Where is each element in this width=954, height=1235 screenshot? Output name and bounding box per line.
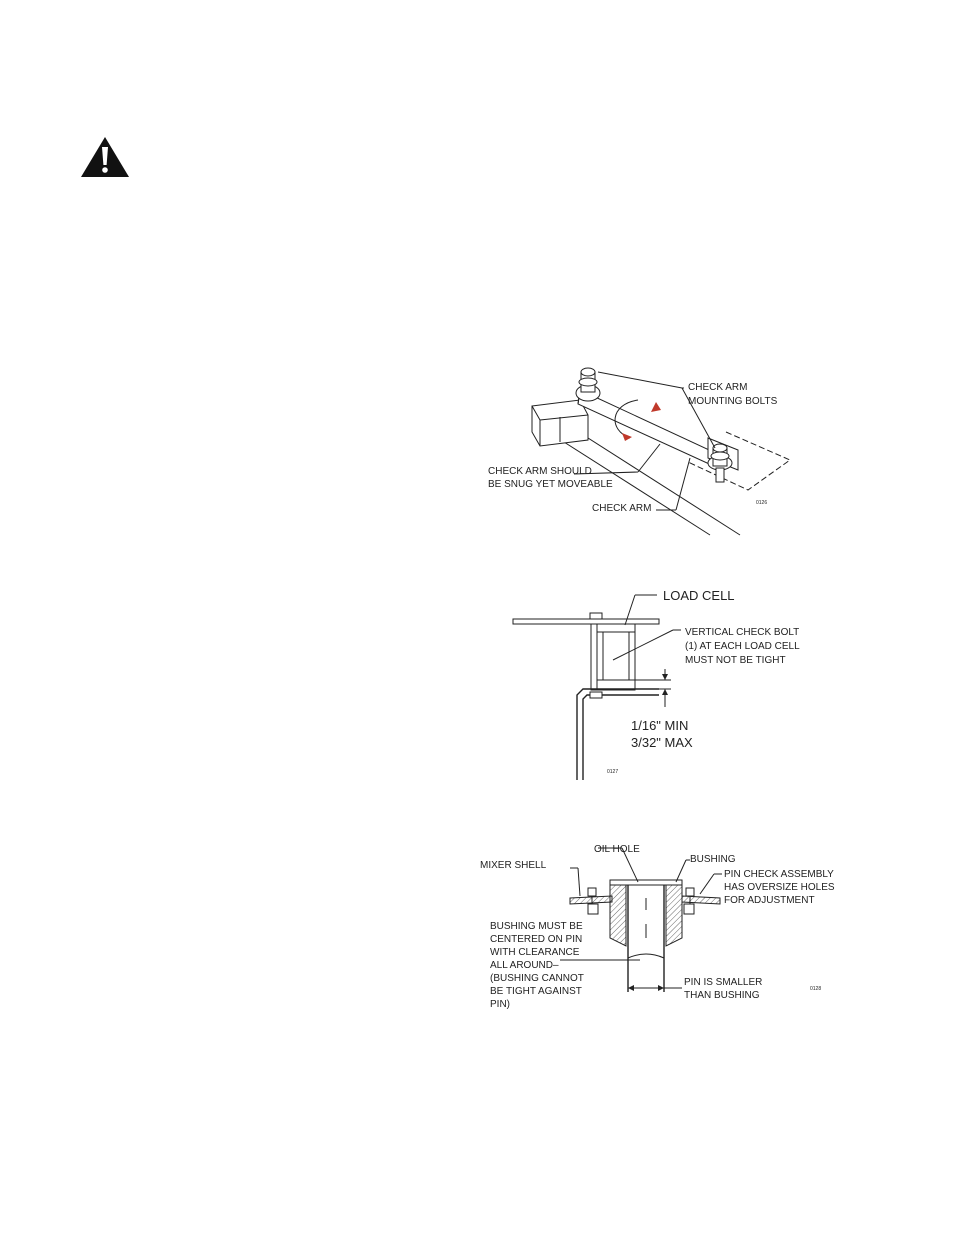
label-pin-2: THAN BUSHING bbox=[684, 990, 760, 1001]
gap-max: 3/32" MAX bbox=[631, 735, 693, 750]
label-snug-2: BE SNUG YET MOVEABLE bbox=[488, 479, 613, 490]
label-center-5: (BUSHING CANNOT bbox=[490, 973, 584, 984]
label-center-7: PIN) bbox=[490, 999, 510, 1010]
label-load-cell: LOAD CELL bbox=[663, 588, 735, 603]
label-assembly-1: PIN CHECK ASSEMBLY bbox=[724, 869, 834, 880]
label-bolts-1: CHECK ARM bbox=[688, 382, 747, 393]
load-cell-figure: LOAD CELL VERTICAL CHECK BOLT (1) AT EAC… bbox=[512, 588, 800, 780]
figure-code: 0127 bbox=[607, 769, 618, 775]
label-center-4: ALL AROUND– bbox=[490, 960, 559, 971]
label-center-6: BE TIGHT AGAINST bbox=[490, 986, 582, 997]
label-assembly-3: FOR ADJUSTMENT bbox=[724, 895, 815, 906]
figure-code: 0126 bbox=[756, 500, 767, 506]
label-mixer-shell: MIXER SHELL bbox=[480, 860, 547, 871]
warning-triangle-icon bbox=[81, 137, 129, 177]
label-oil-hole: OIL HOLE bbox=[594, 844, 640, 855]
label-center-2: CENTERED ON PIN bbox=[490, 934, 582, 945]
label-pin-1: PIN IS SMALLER bbox=[684, 977, 762, 988]
label-arm: CHECK ARM bbox=[592, 503, 651, 514]
label-center-3: WITH CLEARANCE bbox=[490, 947, 580, 958]
label-snug-1: CHECK ARM SHOULD bbox=[488, 466, 592, 477]
label-assembly-2: HAS OVERSIZE HOLES bbox=[724, 882, 835, 893]
label-bolts-2: MOUNTING BOLTS bbox=[688, 396, 778, 407]
gap-min: 1/16" MIN bbox=[631, 718, 688, 733]
label-bolt-1: VERTICAL CHECK BOLT bbox=[685, 627, 799, 638]
label-center-1: BUSHING MUST BE bbox=[490, 921, 583, 932]
check-arm-figure: CHECK ARM MOUNTING BOLTS CHECK ARM SHOUL… bbox=[488, 367, 792, 536]
label-bolt-2: (1) AT EACH LOAD CELL bbox=[685, 641, 800, 652]
label-bolt-3: MUST NOT BE TIGHT bbox=[685, 655, 786, 666]
label-bushing: BUSHING bbox=[690, 854, 736, 865]
figure-code: 0128 bbox=[810, 986, 821, 992]
pin-bushing-figure: OIL HOLE MIXER SHELL BUSHING PIN CHECK A… bbox=[480, 844, 835, 1010]
